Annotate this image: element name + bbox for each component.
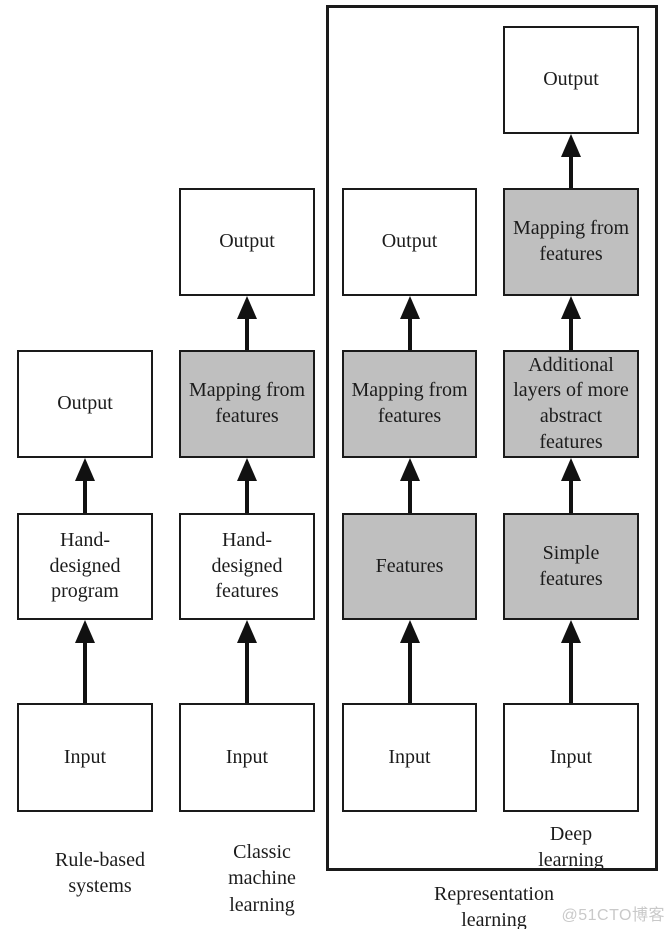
arrow-up-icon [400, 296, 420, 350]
representation-learning-container-box [326, 5, 658, 871]
deep-learning-label: Deep learning [538, 823, 604, 872]
rule-based-systems-label: Rule-based systems [55, 849, 145, 898]
classic-ml-input-box: Input [179, 703, 315, 812]
representation-learning-mapping-from-features-box: Mapping from features [342, 350, 477, 458]
representation-learning-input-box: Input [342, 703, 477, 812]
deep-learning-mapping-from-features-box: Mapping from features [503, 188, 639, 296]
arrow-up-icon [561, 134, 581, 188]
representation-learning-output-box: Output [342, 188, 477, 296]
deep-learning-additional-layers-box: Additional layers of more abstract featu… [503, 350, 639, 458]
rule-based-output-box: Output [17, 350, 153, 458]
arrow-up-icon [561, 458, 581, 513]
representation-learning-features-box: Features [342, 513, 477, 620]
watermark: @51CTO博客 [561, 907, 665, 924]
representation-learning-label: Representation learning [434, 883, 554, 929]
arrow-up-icon [400, 458, 420, 513]
arrow-up-icon [561, 296, 581, 350]
deep-learning-input-box: Input [503, 703, 639, 812]
rule-based-hand-designed-program-box: Hand- designed program [17, 513, 153, 620]
classic-ml-output-box: Output [179, 188, 315, 296]
classic-ml-mapping-from-features-box: Mapping from features [179, 350, 315, 458]
arrow-up-icon [75, 620, 95, 703]
deep-learning-simple-features-box: Simple features [503, 513, 639, 620]
deep-learning-output-box: Output [503, 26, 639, 134]
arrow-up-icon [237, 458, 257, 513]
arrow-up-icon [237, 296, 257, 350]
classic-machine-learning-label: Classic machine learning [228, 841, 296, 916]
arrow-up-icon [75, 458, 95, 513]
arrow-up-icon [561, 620, 581, 703]
arrow-up-icon [237, 620, 257, 703]
arrow-up-icon [400, 620, 420, 703]
rule-based-input-box: Input [17, 703, 153, 812]
classic-ml-hand-designed-features-box: Hand- designed features [179, 513, 315, 620]
